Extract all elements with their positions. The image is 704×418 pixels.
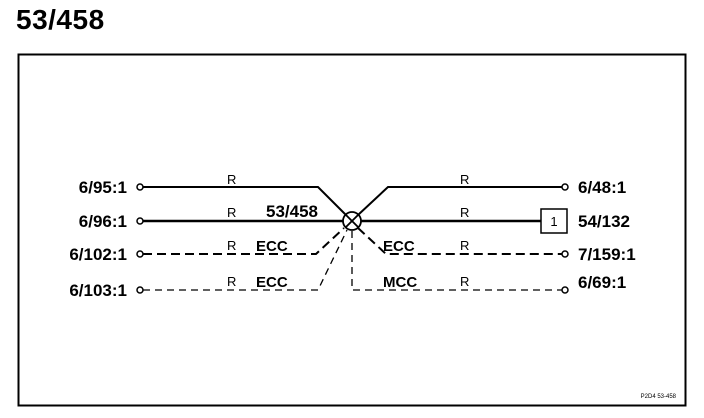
splice-icon (342, 211, 362, 231)
terminal-left-1 (136, 183, 144, 191)
right-terminal-label-4: 6/69:1 (578, 273, 626, 292)
wire-color-label-l3: R (227, 238, 236, 253)
right-terminal-label-1: 6/48:1 (578, 178, 626, 197)
wire-row-2 (136, 208, 568, 234)
splice-label: 53/458 (266, 202, 318, 221)
connector-number: 1 (550, 214, 557, 229)
cable-type-label-r3: ECC (383, 238, 415, 255)
wire-row-1 (136, 183, 569, 216)
connector-box (540, 208, 568, 234)
terminal-right-4 (561, 286, 569, 294)
wire-right-3 (357, 227, 562, 255)
page-title: 53/458 (16, 4, 105, 35)
cable-type-label-l3: ECC (256, 238, 288, 255)
terminal-left-2 (136, 217, 144, 225)
wire-color-label-r2: R (460, 205, 469, 220)
right-terminal-label-2: 54/132 (578, 212, 630, 231)
terminal-left-3 (136, 250, 144, 258)
left-terminal-label-1: 6/95:1 (79, 178, 127, 197)
left-terminal-label-2: 6/96:1 (79, 212, 127, 231)
left-terminal-label-4: 6/103:1 (69, 281, 127, 300)
terminal-right-3 (561, 250, 569, 258)
wire-color-label-r1: R (460, 172, 469, 187)
cable-type-label-r4: MCC (383, 274, 417, 291)
wire-color-label-r4: R (460, 274, 469, 289)
wire-left-1 (143, 186, 347, 216)
wire-left-3 (143, 227, 345, 255)
wire-color-label-l1: R (227, 172, 236, 187)
wire-row-3 (136, 227, 569, 258)
wire-color-label-r3: R (460, 238, 469, 253)
terminal-left-4 (136, 286, 144, 294)
wire-color-label-l4: R (227, 274, 236, 289)
terminal-right-1 (561, 183, 569, 191)
cable-type-label-l4: ECC (256, 274, 288, 291)
diagram-frame (17, 53, 687, 407)
footer-code: P2D4 53-458 (641, 394, 677, 400)
wire-row-4 (136, 229, 569, 294)
wire-left-4 (143, 229, 348, 291)
wire-right-4 (351, 231, 562, 291)
wire-right-1 (357, 186, 562, 216)
right-terminal-label-3: 7/159:1 (578, 245, 636, 264)
left-terminal-label-3: 6/102:1 (69, 245, 127, 264)
wire-color-label-l2: R (227, 205, 236, 220)
